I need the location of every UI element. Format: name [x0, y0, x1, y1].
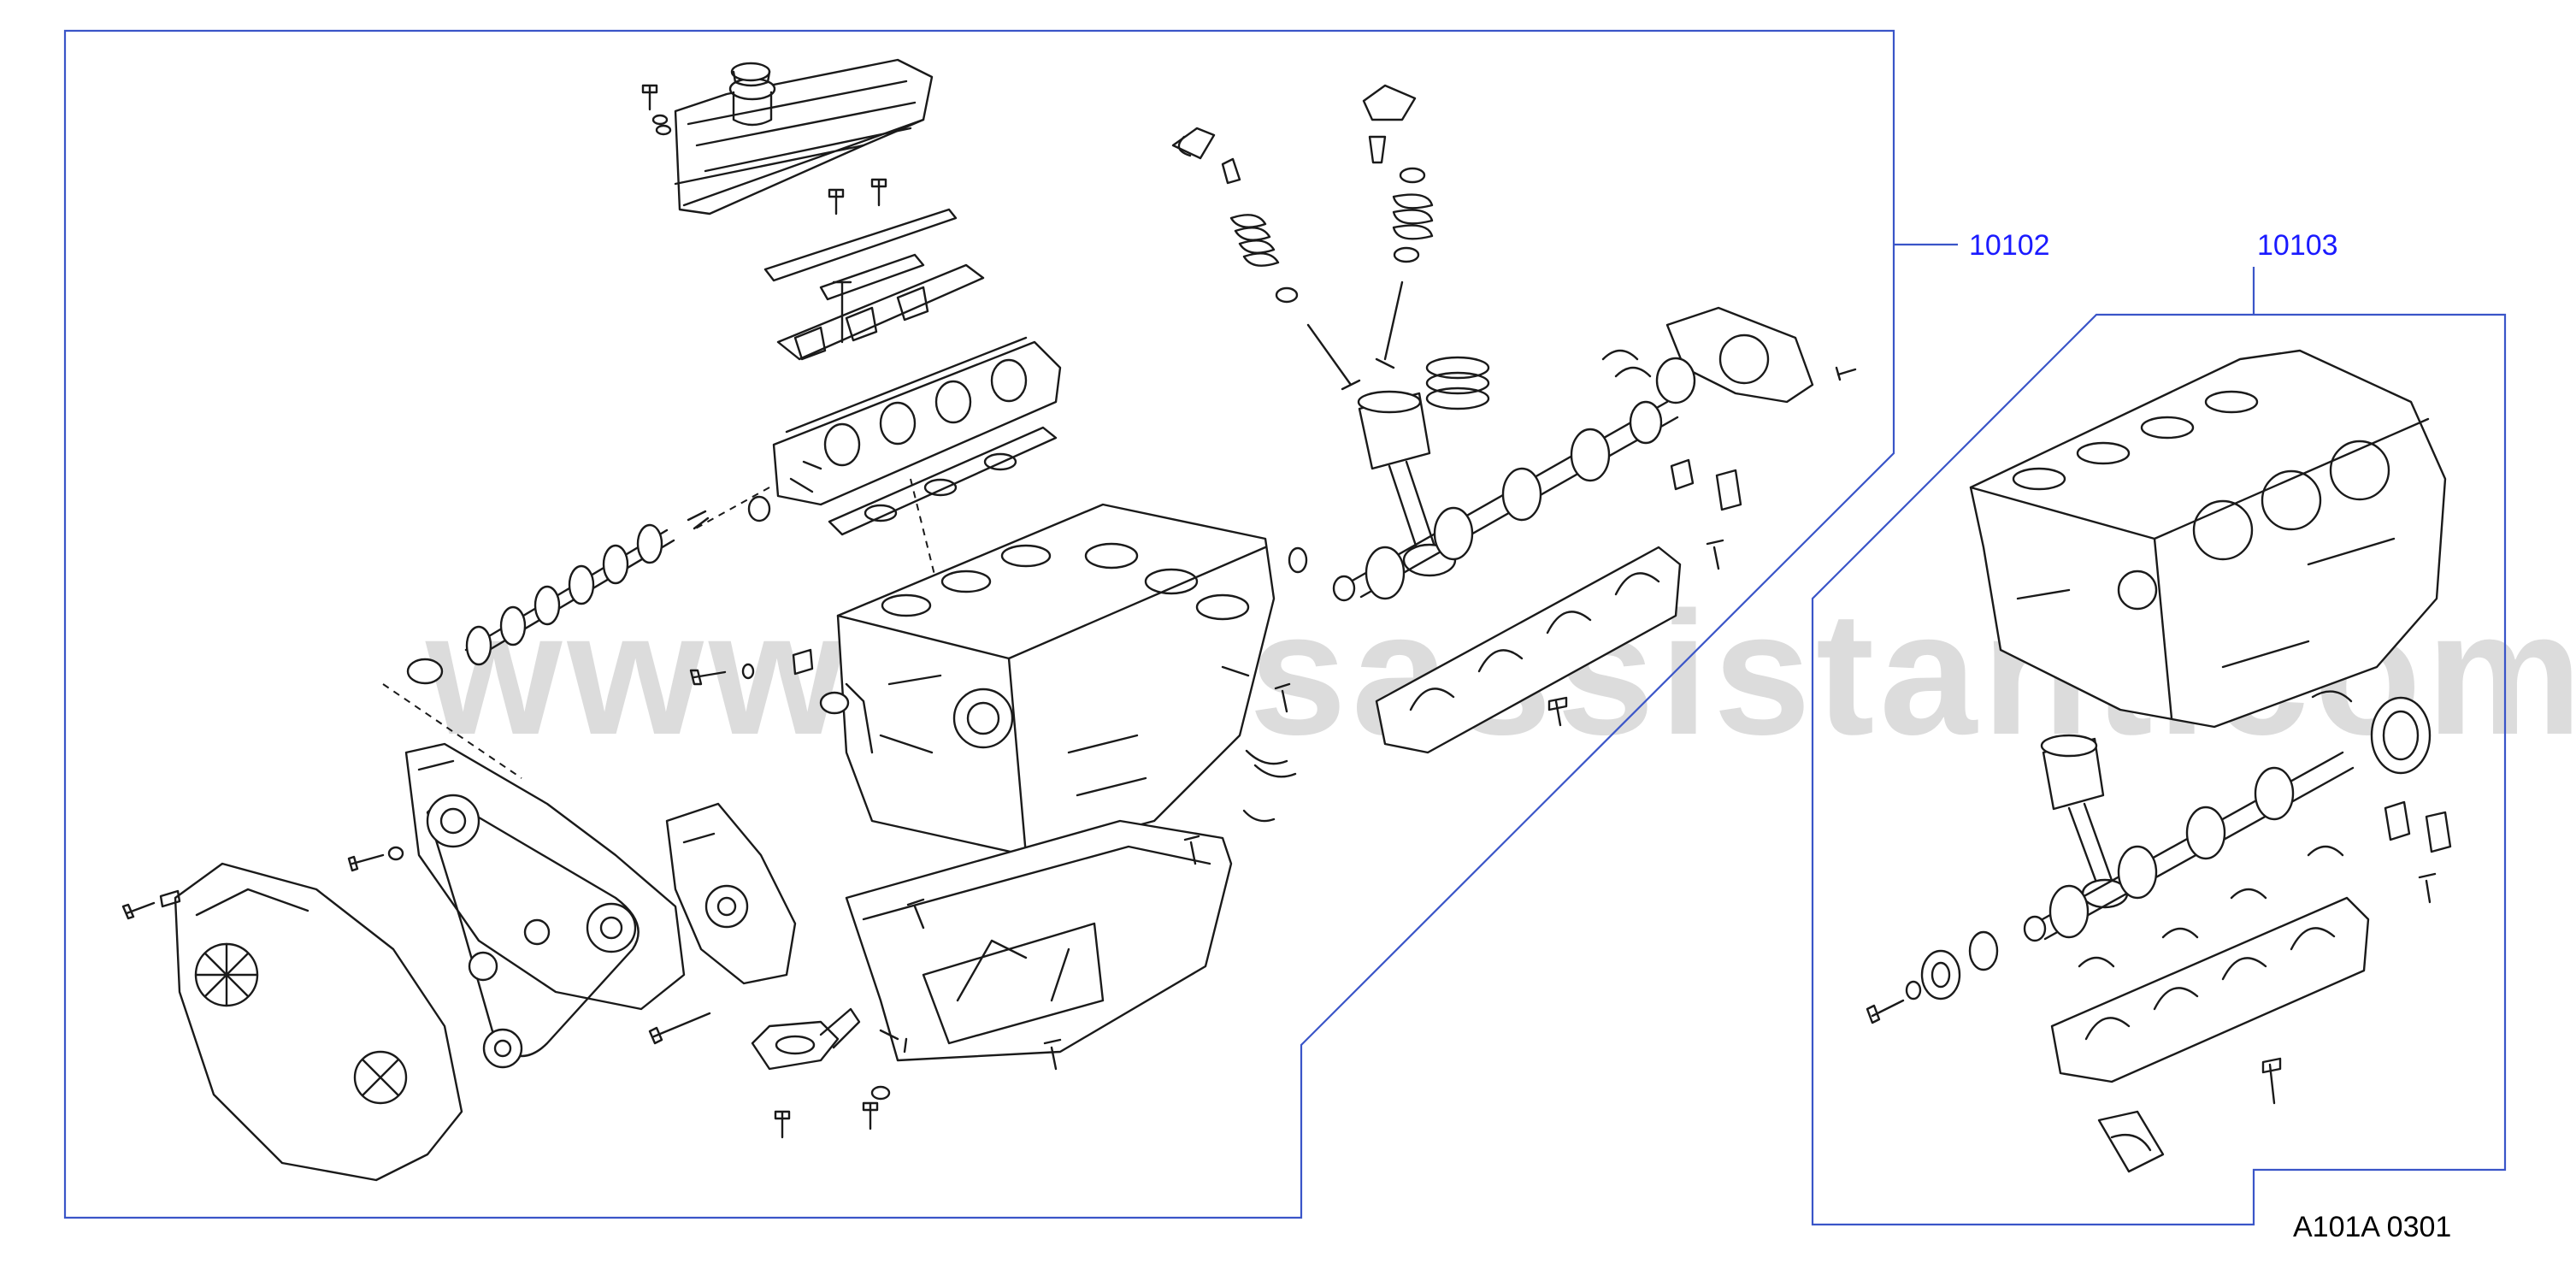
rear-seal-10103: [2311, 690, 2432, 775]
bearing-cap-10103: [2050, 896, 2370, 1083]
rear-seal-housing: [1655, 306, 1857, 404]
frame-10102: [63, 29, 1895, 1219]
thrust-parts: [1670, 458, 1742, 570]
cylinder-head: [772, 336, 1062, 506]
piston-assembly: [1357, 356, 1490, 577]
oil-strainer: [751, 1007, 861, 1071]
valve-cover-gasket: [763, 208, 958, 301]
head-gasket: [828, 426, 1058, 536]
lower-left-bolts: [121, 835, 1200, 1139]
bearings-10103: [2078, 845, 2344, 968]
rocker-shaft-assembly: [776, 263, 985, 361]
thrust-bolts-10103: [2097, 800, 2452, 1173]
cover-bolts: [641, 84, 887, 215]
cylinder-block: [836, 503, 1276, 857]
frame-10103: [1811, 313, 2507, 1226]
timing-cover: [174, 862, 463, 1182]
valve-cover: [674, 58, 934, 215]
alignment-line-1: [382, 683, 522, 779]
block-small-parts: [689, 546, 1308, 715]
main-bearing-cap: [1375, 546, 1682, 754]
assembly-10102-art: [121, 58, 1857, 1182]
alignment-line-2: [692, 487, 770, 531]
crankshaft-10103: [2023, 751, 2355, 942]
main-bearings: [1242, 349, 1652, 823]
short-block: [1969, 349, 2447, 729]
figure-code: A101A 0301: [2293, 1211, 2451, 1243]
timing-belt: [426, 794, 640, 1069]
crank-pulley-10103: [1866, 930, 1999, 1024]
callout-label-10102[interactable]: 10102: [1969, 229, 2050, 262]
oil-pump: [665, 802, 797, 985]
oil-pan: [845, 819, 1233, 1062]
callout-label-10103[interactable]: 10103: [2257, 229, 2338, 262]
camshaft: [406, 495, 771, 685]
assembly-10103-art: [1866, 349, 2452, 1173]
valve-spring-set: [1171, 84, 1434, 391]
crankshaft: [1332, 400, 1679, 602]
